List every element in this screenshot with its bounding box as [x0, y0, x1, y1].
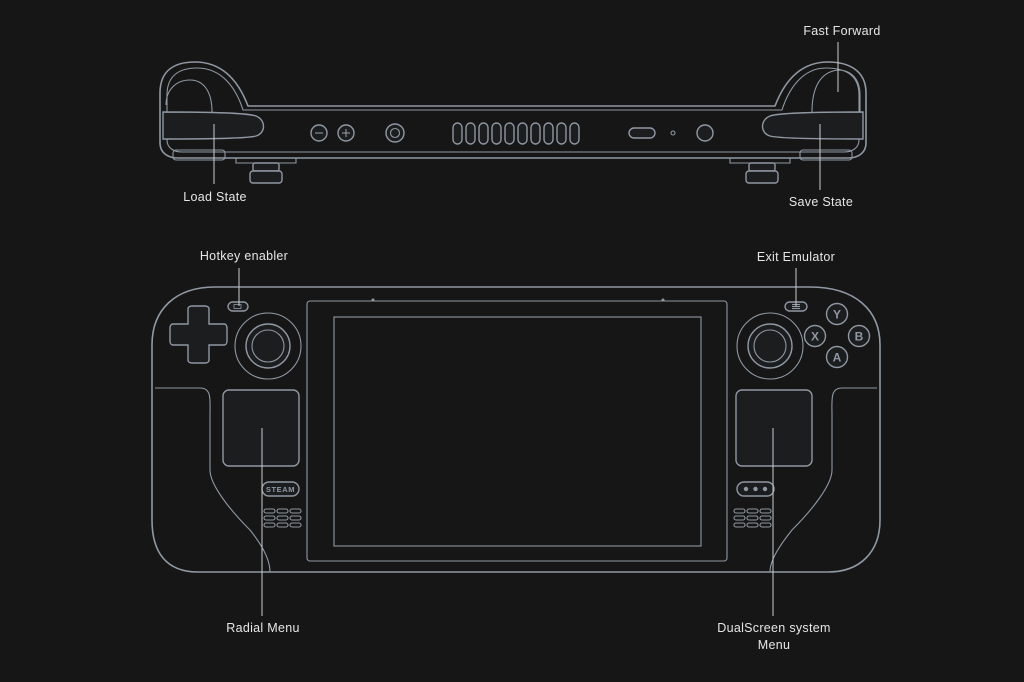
power-button-icon: [385, 123, 405, 143]
svg-text:A: A: [833, 351, 842, 365]
usb-c-port: [628, 127, 656, 139]
view-button-icon: [227, 301, 249, 312]
svg-text:X: X: [811, 330, 819, 344]
exit-emulator-label: Exit Emulator: [757, 250, 835, 264]
headphone-jack: [696, 124, 714, 142]
load-state-label: Load State: [183, 190, 246, 204]
fast-forward-label: Fast Forward: [803, 24, 880, 38]
vent-grille: [452, 122, 580, 145]
svg-text:Y: Y: [833, 308, 841, 322]
left-stick-icon: [245, 323, 291, 369]
screen-bezel: [306, 300, 728, 562]
left-bumper: [162, 111, 265, 140]
dpad-icon: [169, 305, 228, 364]
right-bumper: [761, 111, 864, 140]
screen: [333, 316, 702, 547]
device-top-view: [159, 61, 867, 184]
face-buttons: Y X B A: [803, 302, 871, 369]
save-state-label: Save State: [789, 195, 853, 209]
left-trackpad: [222, 389, 300, 467]
right-speaker-grille: [733, 508, 772, 528]
right-stick-ring: [736, 312, 804, 380]
y-button-icon: [825, 302, 849, 326]
dualscreen-label-line1: DualScreen system: [717, 621, 830, 635]
right-trackpad: [735, 389, 813, 467]
left-speaker-grille: [263, 508, 302, 528]
svg-text:STEAM: STEAM: [266, 485, 295, 494]
left-stick-ring: [234, 312, 302, 380]
b-button-icon: [847, 324, 871, 348]
left-trigger: [165, 79, 213, 113]
x-button-icon: [803, 324, 827, 348]
right-stick-icon: [747, 323, 793, 369]
hotkey-enabler-label: Hotkey enabler: [200, 249, 288, 263]
dualscreen-label-line2: Menu: [758, 638, 790, 652]
radial-menu-label: Radial Menu: [226, 621, 299, 635]
device-front-view: Y X B A STEAM: [151, 286, 881, 573]
svg-text:B: B: [855, 330, 864, 344]
a-button-icon: [825, 345, 849, 369]
